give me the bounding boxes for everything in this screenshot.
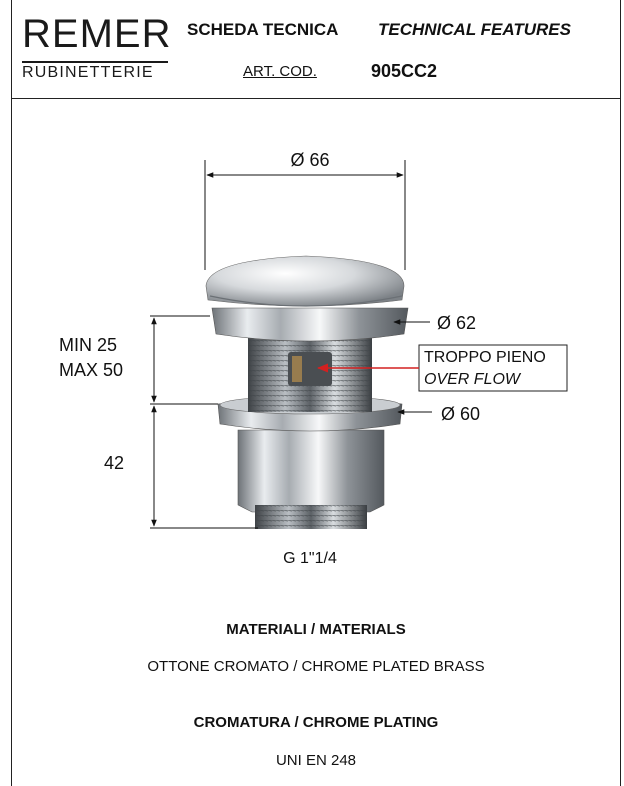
sheet-frame — [11, 0, 621, 786]
dimension-diameter-62: Ø 62 — [393, 313, 476, 333]
technical-drawing: Ø 66 Ø 62 Ø 60 TROPPO PIENO O — [59, 150, 568, 567]
overflow-callout: TROPPO PIENO OVER FLOW — [316, 344, 568, 392]
drain-product-image — [205, 255, 409, 529]
plating-heading: CROMATURA / CHROME PLATING — [193, 714, 439, 731]
dimension-62-label: Ø 62 — [437, 313, 476, 333]
dimension-min-label: MIN 25 — [59, 335, 117, 355]
materials-value: OTTONE CROMATO / CHROME PLATED BRASS — [147, 658, 485, 675]
dimension-height-label: 42 — [104, 453, 124, 473]
brand-logo: REMER — [22, 12, 172, 56]
thread-size-label: G 1"1/4 — [283, 550, 337, 567]
materials-heading: MATERIALI / MATERIALS — [226, 621, 406, 638]
brand-subtitle: RUBINETTERIE — [22, 64, 154, 81]
article-code: 905CC2 — [371, 61, 438, 81]
dimension-vertical: MIN 25 MAX 50 42 — [59, 315, 258, 529]
overflow-label-it: TROPPO PIENO — [424, 349, 546, 366]
dimension-60-label: Ø 60 — [441, 404, 480, 424]
overflow-label-en: OVER FLOW — [424, 371, 522, 388]
brand-underline — [22, 61, 168, 63]
dimension-max-label: MAX 50 — [59, 360, 123, 380]
sheet-title-en: TECHNICAL FEATURES — [378, 20, 571, 39]
header-divider — [11, 98, 621, 99]
dimension-diameter-60: Ø 60 — [397, 404, 480, 424]
article-code-label: ART. COD. — [243, 63, 317, 80]
dimension-66-label: Ø 66 — [290, 150, 329, 170]
sheet-title-it: SCHEDA TECNICA — [187, 20, 339, 39]
dimension-diameter-66: Ø 66 — [204, 150, 406, 270]
plating-value: UNI EN 248 — [275, 752, 357, 769]
